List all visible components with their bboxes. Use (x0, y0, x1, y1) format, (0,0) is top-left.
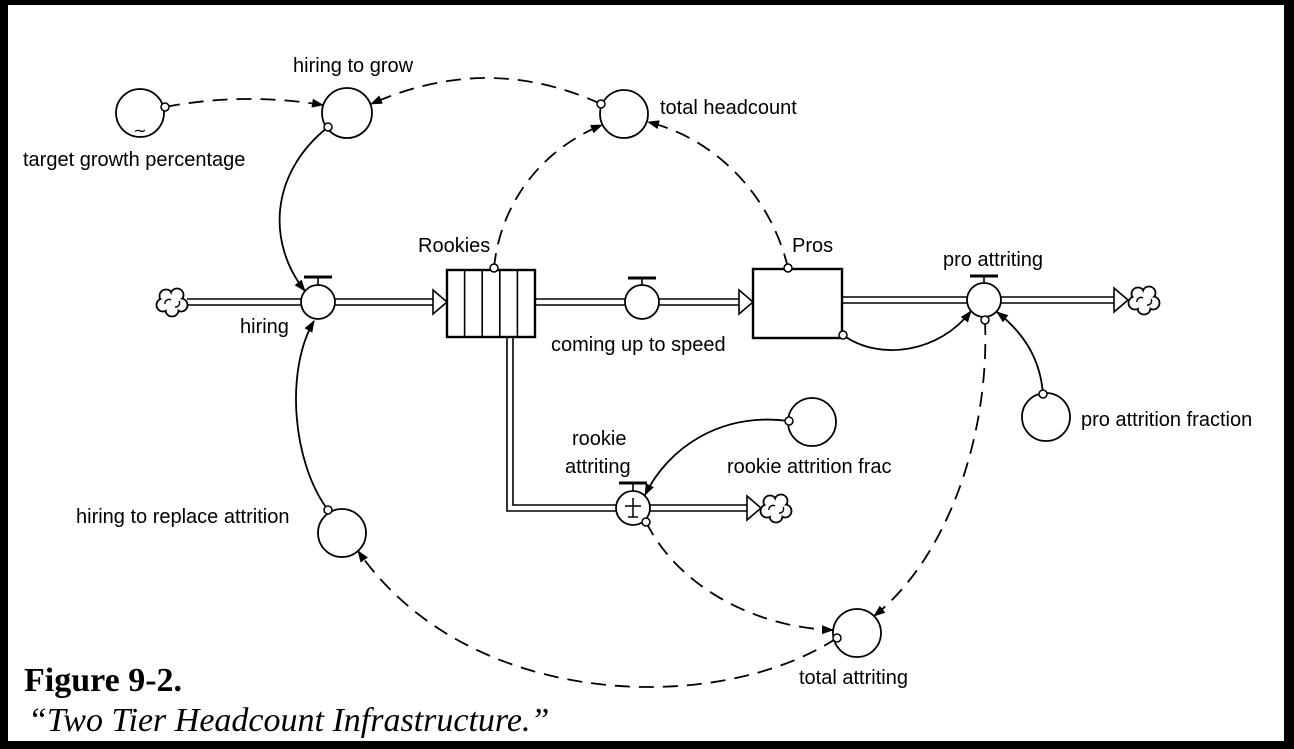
label-total-headcount: total headcount (660, 97, 797, 119)
flow-pipes (187, 286, 1130, 522)
valve-circle (624, 284, 660, 320)
connector-hiring-to-grow-to-hiring (278, 126, 329, 292)
hiring-pipe (187, 298, 433, 306)
aux-target-growth-percentage (115, 88, 165, 138)
valve-circle (966, 282, 1002, 318)
lookup-tilde-icon: ~ (133, 121, 146, 140)
connector-origins (160, 99, 1048, 643)
figure-frame (8, 5, 1284, 741)
aux-pro-attrition-fraction (1021, 392, 1071, 442)
connector-origin (323, 122, 333, 132)
flow-arrowhead (738, 288, 755, 316)
connector-origin (596, 99, 606, 109)
cloud-curl (1136, 296, 1153, 306)
label-pros: Pros (792, 235, 833, 257)
connector-target-growth-to-hiring-to-grow (164, 98, 324, 108)
sink-cloud-icon (1127, 285, 1161, 316)
connector-origin (1038, 389, 1048, 399)
sink-cloud-icon (759, 493, 793, 524)
label-hiring-to-grow: hiring to grow (293, 55, 414, 77)
connector-pros-to-pro-attriting (842, 310, 972, 351)
flow-arrowhead (1113, 286, 1130, 314)
flow-arrowhead (432, 288, 449, 316)
pro-attriting-pipe (842, 296, 1114, 304)
label-rookie-attriting-line1: rookie (572, 428, 626, 450)
connector-origin (489, 263, 499, 273)
connector-origin (783, 263, 793, 273)
rookie-attriting-pipe (506, 337, 747, 512)
figure-caption: “Two Tier Headcount Infrastructure.” (28, 702, 549, 739)
connector-rookies-to-total-headcount (493, 124, 603, 269)
conveyor-box (445, 268, 537, 339)
connector-pro-attrition-fraction-to-pro-attriting (996, 311, 1044, 395)
valve-rookie-attriting (615, 481, 651, 526)
label-target-growth-percentage: target growth percentage (23, 149, 245, 171)
connector-total-headcount-to-hiring-to-grow (370, 77, 602, 105)
label-pro-attrition-fraction: pro attrition fraction (1081, 409, 1252, 431)
label-rookies: Rookies (418, 235, 490, 257)
connector-pros-to-total-headcount (647, 120, 789, 269)
valve-hiring (300, 275, 336, 320)
valve-symbol-icon (625, 498, 641, 518)
label-pro-attriting: pro attriting (943, 249, 1043, 271)
aux-total-attriting (832, 608, 882, 658)
connector-pro-attriting-to-total-attriting (873, 319, 987, 617)
valve-pro-attriting (966, 274, 1002, 318)
cloud-curl (164, 298, 181, 308)
connectors (164, 77, 1044, 688)
connector-origin (838, 330, 848, 340)
connector-origin (641, 517, 651, 527)
aux-total-headcount (599, 89, 649, 139)
cloud-curl (768, 504, 785, 514)
figure-number: Figure 9-2. (24, 662, 182, 699)
connector-origin (832, 633, 842, 643)
connector-rookie-attriting-to-total-attriting (645, 521, 834, 635)
stock-box (751, 267, 844, 340)
cloud-fill (165, 295, 179, 309)
label-hiring: hiring (240, 316, 289, 338)
valve-coming-up-to-speed (624, 276, 660, 320)
source-cloud-icon (155, 287, 189, 318)
aux-hiring-to-replace-attrition (317, 508, 367, 558)
cloud-fill (769, 501, 783, 515)
aux-rookie-attrition-frac (787, 397, 837, 447)
label-rookie-attrition-frac: rookie attrition frac (727, 456, 892, 478)
connector-total-attriting-to-hiring-to-replace-attrition (357, 550, 838, 688)
label-coming-up-to-speed: coming up to speed (551, 334, 726, 356)
label-hiring-to-replace-attrition: hiring to replace attrition (76, 506, 289, 528)
connector-rookie-attrition-frac-to-rookie-attriting (644, 418, 790, 496)
label-rookie-attriting-line2: attriting (565, 456, 631, 478)
coming-up-to-speed-pipe (535, 298, 739, 306)
flow-arrowhead (746, 494, 763, 522)
connector-hiring-to-replace-attrition-to-hiring (295, 320, 329, 511)
connector-origin (160, 102, 170, 112)
stock-rookies (445, 268, 537, 339)
connector-origin (784, 416, 794, 426)
labels: hiring to grow total headcount target gr… (23, 55, 1252, 689)
connector-origin (323, 505, 333, 515)
stock-pros (751, 267, 844, 340)
valve-circle (300, 284, 336, 320)
connector-origin (980, 315, 990, 325)
label-total-attriting: total attriting (799, 667, 908, 689)
cloud-fill (1137, 293, 1151, 307)
aux-hiring-to-grow (321, 87, 373, 139)
